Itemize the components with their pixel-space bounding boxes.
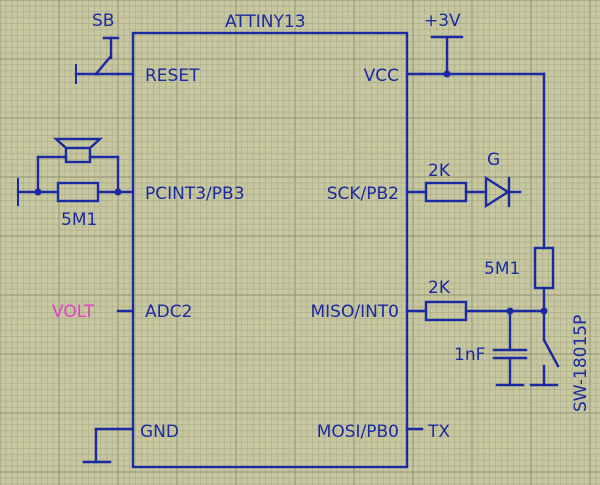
- adc-probe-label: VOLT: [52, 302, 95, 322]
- pin-label-gnd: GND: [140, 422, 179, 442]
- pin-label-pb0: MOSI/PB0: [317, 422, 399, 442]
- led-label: G: [487, 150, 500, 170]
- pin-label-int0: MISO/INT0: [310, 302, 399, 322]
- int0-branch: [420, 300, 548, 322]
- led-branch: [420, 181, 522, 203]
- pullup-resistor-label: 5M1: [484, 259, 520, 279]
- pin-label-reset: RESET: [145, 66, 200, 86]
- tx-label: TX: [427, 422, 450, 442]
- resistor-top-label: 2K: [428, 161, 451, 181]
- supply-label: +3V: [424, 11, 461, 31]
- speaker-icon: [52, 137, 104, 164]
- capacitor-label: 1nF: [454, 345, 485, 365]
- led-icon: [484, 175, 511, 209]
- pin-label-vcc: VCC: [364, 66, 399, 86]
- pin-label-pb2: SCK/PB2: [327, 184, 399, 204]
- capacitor-icon: [492, 309, 528, 387]
- reset-switch-label: SB: [92, 11, 114, 31]
- speaker-resistor-label: 5M1: [61, 210, 97, 230]
- pin-label-pb3: PCINT3/PB3: [145, 184, 245, 204]
- resistor-mid-label: 2K: [428, 278, 451, 298]
- tilt-switch-label: SW-18015P: [571, 315, 591, 412]
- pin-label-adc2: ADC2: [145, 302, 192, 322]
- speaker-network: [16, 155, 122, 206]
- ground-symbol: [82, 427, 120, 464]
- tilt-switch-icon: [529, 309, 560, 387]
- chip-body: [131, 31, 409, 469]
- reset-switch: [74, 36, 120, 84]
- chip-name: ATTINY13: [225, 12, 306, 32]
- vcc-rail: [420, 35, 546, 250]
